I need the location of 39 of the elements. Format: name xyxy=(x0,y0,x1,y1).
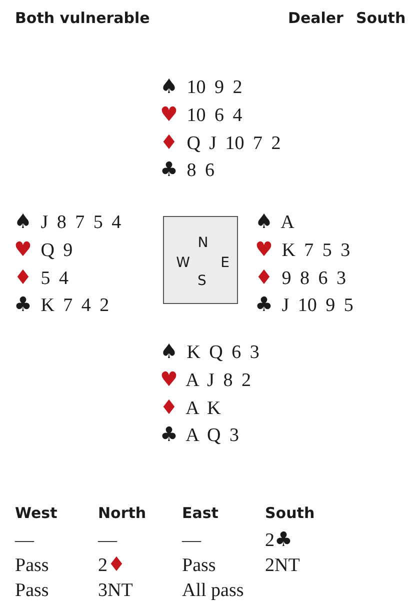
suit-holding: ♦ 9 8 6 3 xyxy=(255,266,346,291)
direction-letter: W xyxy=(176,255,190,271)
suit-holding: ♦ A K xyxy=(160,396,221,421)
bid: Pass xyxy=(182,554,216,578)
vulnerability-label: Both vulnerable xyxy=(15,8,150,29)
suit-holding: ♠ K Q 6 3 xyxy=(160,341,260,365)
bid: — xyxy=(98,529,117,553)
bid: Pass xyxy=(15,579,49,603)
suit-holding: ♦ Q J 10 7 2 xyxy=(160,132,281,156)
suit-holding: ♠ A xyxy=(255,211,294,235)
suit-holding: ♥ A J 8 2 xyxy=(160,368,251,393)
bid: — xyxy=(182,529,201,553)
suit-holding: ♠ 10 9 2 xyxy=(160,76,242,100)
bid: 2NT xyxy=(265,554,300,578)
dealer-label: Dealer xyxy=(288,8,344,29)
suit-holding: ♦ 5 4 xyxy=(14,266,68,291)
bid: All pass xyxy=(182,579,244,603)
suit-holding: ♣ 8 6 xyxy=(160,159,214,184)
compass-box xyxy=(163,216,238,304)
suit-holding: ♥ K 7 5 3 xyxy=(255,238,350,263)
suit-holding: ♥ Q 9 xyxy=(14,238,73,263)
bid: 2♦ xyxy=(98,554,126,578)
direction-letter: S xyxy=(198,273,206,289)
suit-holding: ♣ A Q 3 xyxy=(160,424,240,448)
direction-letter: E xyxy=(220,255,230,271)
bid: 3NT xyxy=(98,579,133,603)
direction-letter: N xyxy=(198,235,208,251)
column-header: South xyxy=(265,503,315,524)
suit-holding: ♠ J 8 7 5 4 xyxy=(14,211,122,235)
dealer-name: South xyxy=(356,8,406,29)
column-header: North xyxy=(98,503,146,524)
column-header: East xyxy=(182,503,218,524)
suit-holding: ♥ 10 6 4 xyxy=(160,104,242,128)
bid: 2♣ xyxy=(265,529,292,553)
bid: Pass xyxy=(15,554,49,578)
suit-holding: ♣ J 10 9 5 xyxy=(255,294,354,318)
bid: — xyxy=(15,529,34,553)
column-header: West xyxy=(15,503,58,524)
suit-holding: ♣ K 7 4 2 xyxy=(14,294,110,318)
